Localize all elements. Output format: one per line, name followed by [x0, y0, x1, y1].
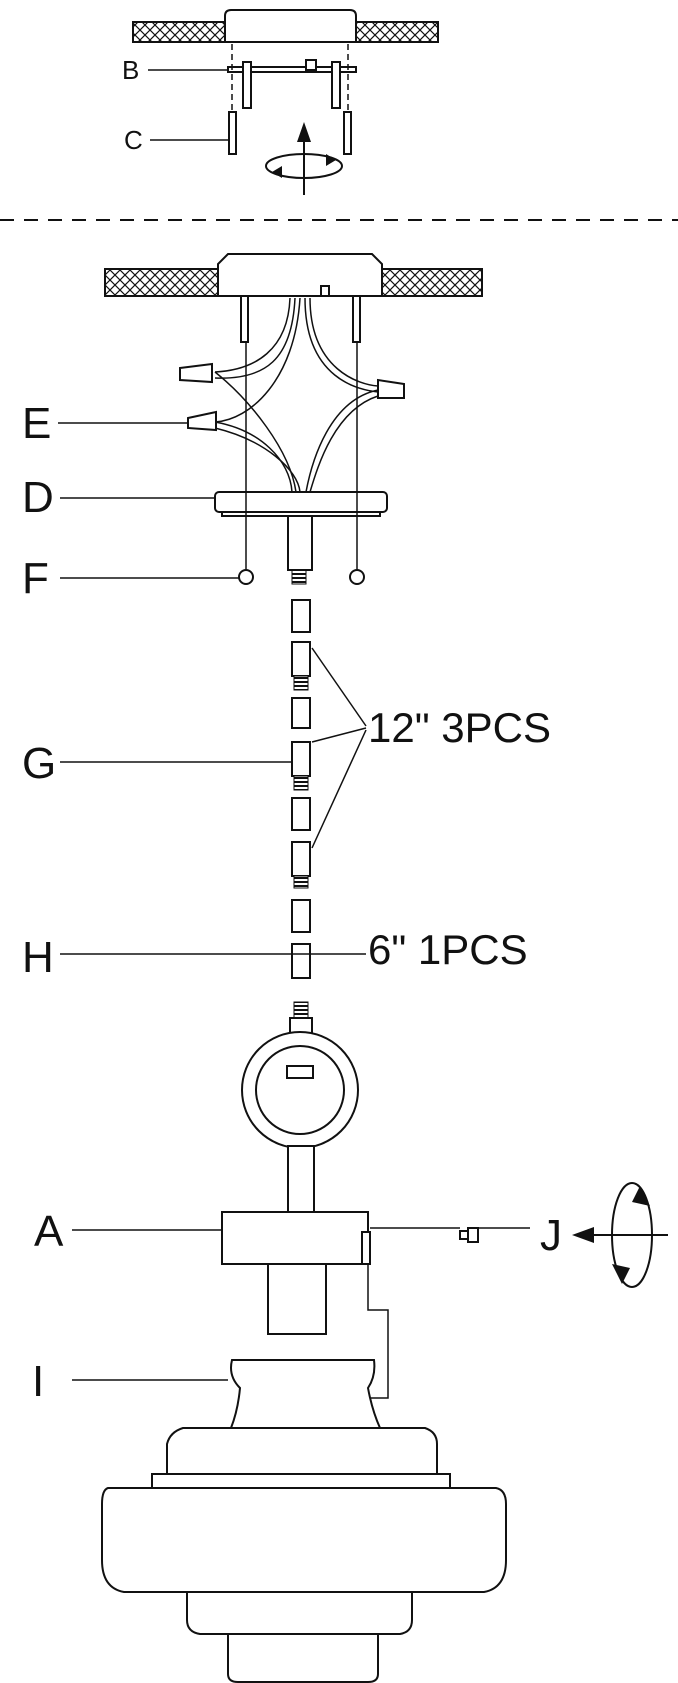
ceiling-right [355, 21, 439, 43]
wire-connector [187, 410, 217, 432]
strap-screw [242, 61, 252, 109]
label-c: C [124, 125, 143, 155]
supply-wires [214, 297, 379, 493]
label-i: I [32, 1357, 44, 1406]
glass-shade [101, 1359, 507, 1683]
note-h-quantity: 6" 1PCS [368, 926, 528, 973]
rotate-arrow [265, 153, 343, 179]
label-e: E [22, 399, 51, 448]
rod [291, 841, 311, 877]
label-a: A [34, 1207, 64, 1256]
mounting-screw [228, 111, 237, 155]
label-g: G [22, 739, 56, 788]
canopy-knob [349, 569, 365, 585]
socket [267, 1263, 327, 1335]
junction-box [217, 253, 383, 297]
label-h: H [22, 933, 54, 982]
label-d: D [22, 473, 54, 522]
junction-box [224, 9, 357, 43]
rod-set-12in [291, 599, 311, 889]
canopy-knob [238, 569, 254, 585]
loop-stem [287, 1145, 315, 1213]
wire-connector [377, 378, 405, 399]
label-b: B [122, 55, 139, 85]
set-screw [459, 1230, 469, 1240]
ceiling-left [132, 21, 226, 43]
top-step: B C [122, 9, 439, 195]
main-step: E D F G H A J I 12" 3PCS 6" 1PCS [22, 253, 668, 1683]
canopy [214, 491, 388, 513]
wire-connector [179, 362, 213, 384]
strap-screw [331, 61, 341, 109]
note-g-quantity: 12" 3PCS [368, 704, 551, 751]
rod [291, 741, 311, 777]
rod [291, 641, 311, 677]
nipple [287, 515, 313, 571]
holder [221, 1211, 369, 1265]
rod-6in [291, 899, 311, 933]
ceiling-left [104, 268, 219, 297]
rotate-arrow [611, 1182, 653, 1288]
mounting-screw [343, 111, 352, 155]
label-f: F [22, 554, 49, 603]
label-j: J [540, 1211, 562, 1260]
ceiling-right [381, 268, 483, 297]
